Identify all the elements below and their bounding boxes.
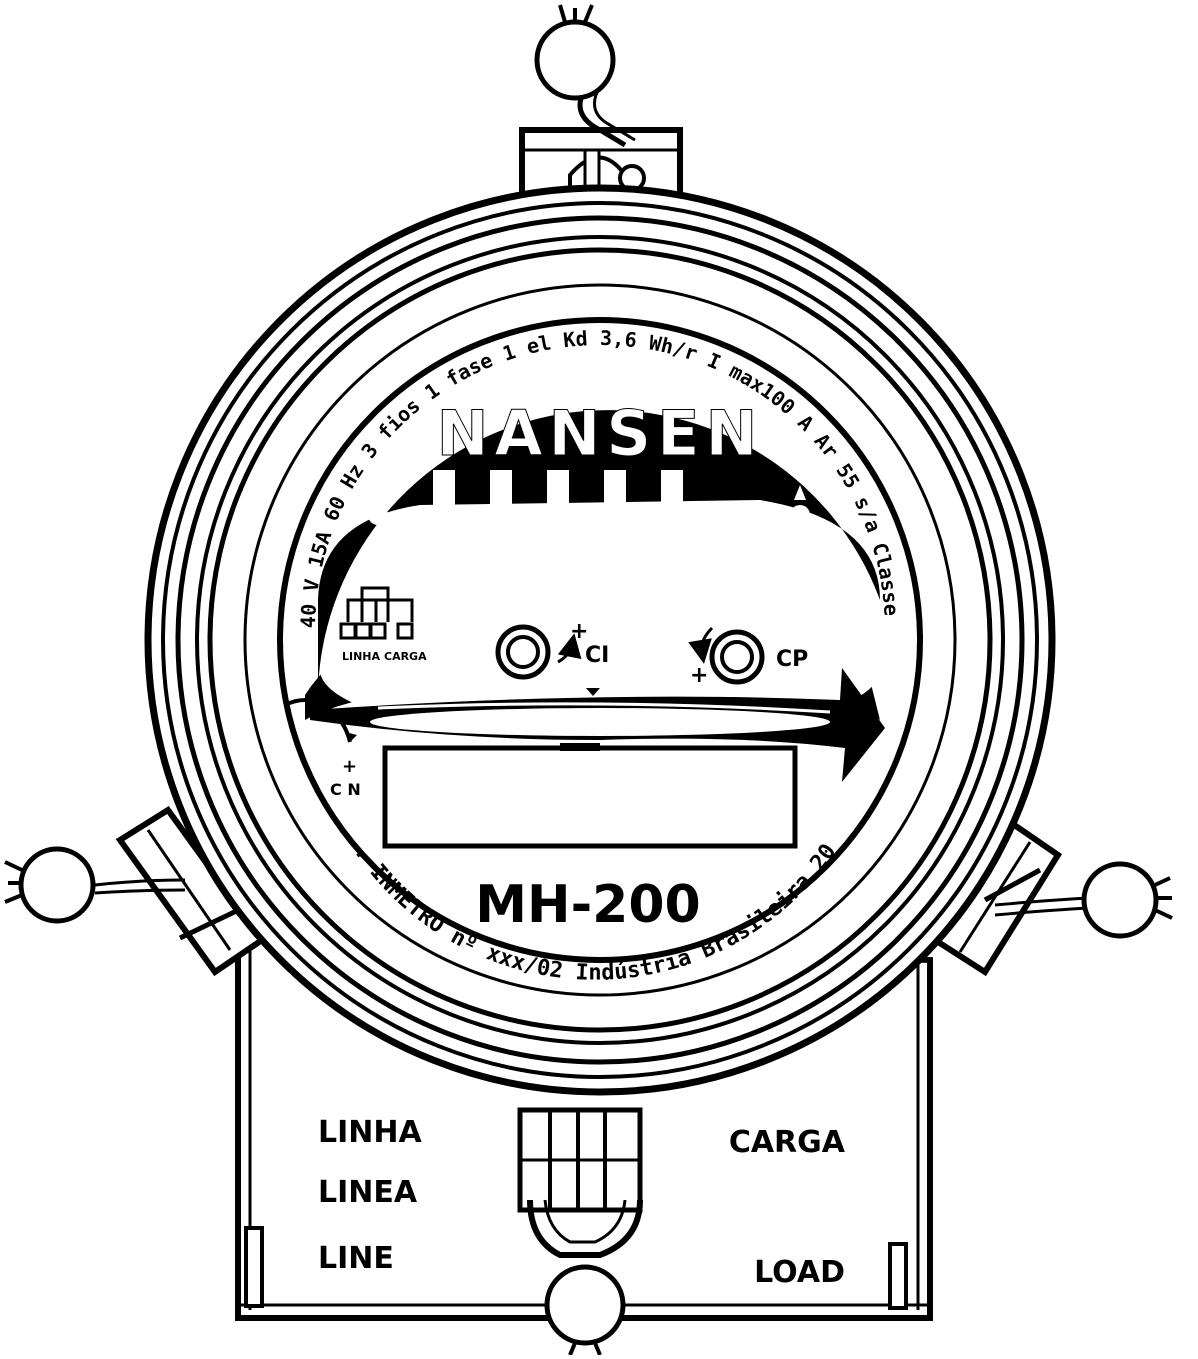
wiring-label-carga: CARGA	[384, 650, 427, 663]
cn-adjuster[interactable]	[284, 698, 357, 743]
register-digit-window	[604, 470, 626, 516]
ci-adjuster[interactable]	[495, 624, 582, 680]
right-side-seal	[930, 817, 1173, 977]
wiring-label-linha: LINHA	[342, 650, 381, 663]
mounting-hole-right	[790, 485, 810, 525]
ci-label: CI	[585, 643, 609, 668]
top-seal-ball	[534, 19, 616, 101]
register-digit-window	[433, 470, 455, 516]
cp-plus: +	[690, 663, 708, 688]
cover-slot-right	[888, 1242, 908, 1310]
mounting-hole-left	[368, 485, 388, 525]
left-seal-ball	[18, 846, 96, 924]
top-seal	[519, 4, 683, 207]
right-seal-ball	[1081, 861, 1159, 939]
unit-label: kWh	[561, 529, 639, 564]
terminal-label: LOAD	[754, 1255, 845, 1290]
cn-label: C N	[330, 780, 361, 799]
cn-plus: +	[342, 756, 357, 777]
terminal-label: CARGA	[729, 1125, 846, 1160]
terminal-label: LINHA	[318, 1115, 422, 1150]
register-windows	[433, 470, 683, 516]
nameplate-window	[382, 745, 798, 849]
terminal-label: LINE	[318, 1241, 394, 1276]
rotation-arrow	[310, 668, 885, 782]
cp-label: CP	[776, 647, 808, 672]
terminal-label: LINEA	[318, 1175, 418, 1210]
register-digit-window	[547, 470, 569, 516]
wiring-diagram-icon	[339, 586, 414, 640]
terminal-labels-left: LINHA LINEA LINE	[318, 1115, 422, 1276]
left-side-seal	[4, 805, 272, 977]
brand-name: NANSEN	[437, 397, 764, 470]
bottom-seal-ball	[544, 1264, 626, 1346]
cp-adjuster[interactable]	[688, 626, 765, 685]
rotor-marker	[586, 688, 600, 696]
register-digit-window	[490, 470, 512, 516]
ci-plus: +	[570, 619, 588, 644]
model-label: MH-200	[475, 875, 700, 935]
cover-slot-left	[244, 1226, 264, 1308]
terminal-labels-right: CARGA LOAD	[729, 1125, 846, 1290]
register-digit-window	[661, 470, 683, 516]
